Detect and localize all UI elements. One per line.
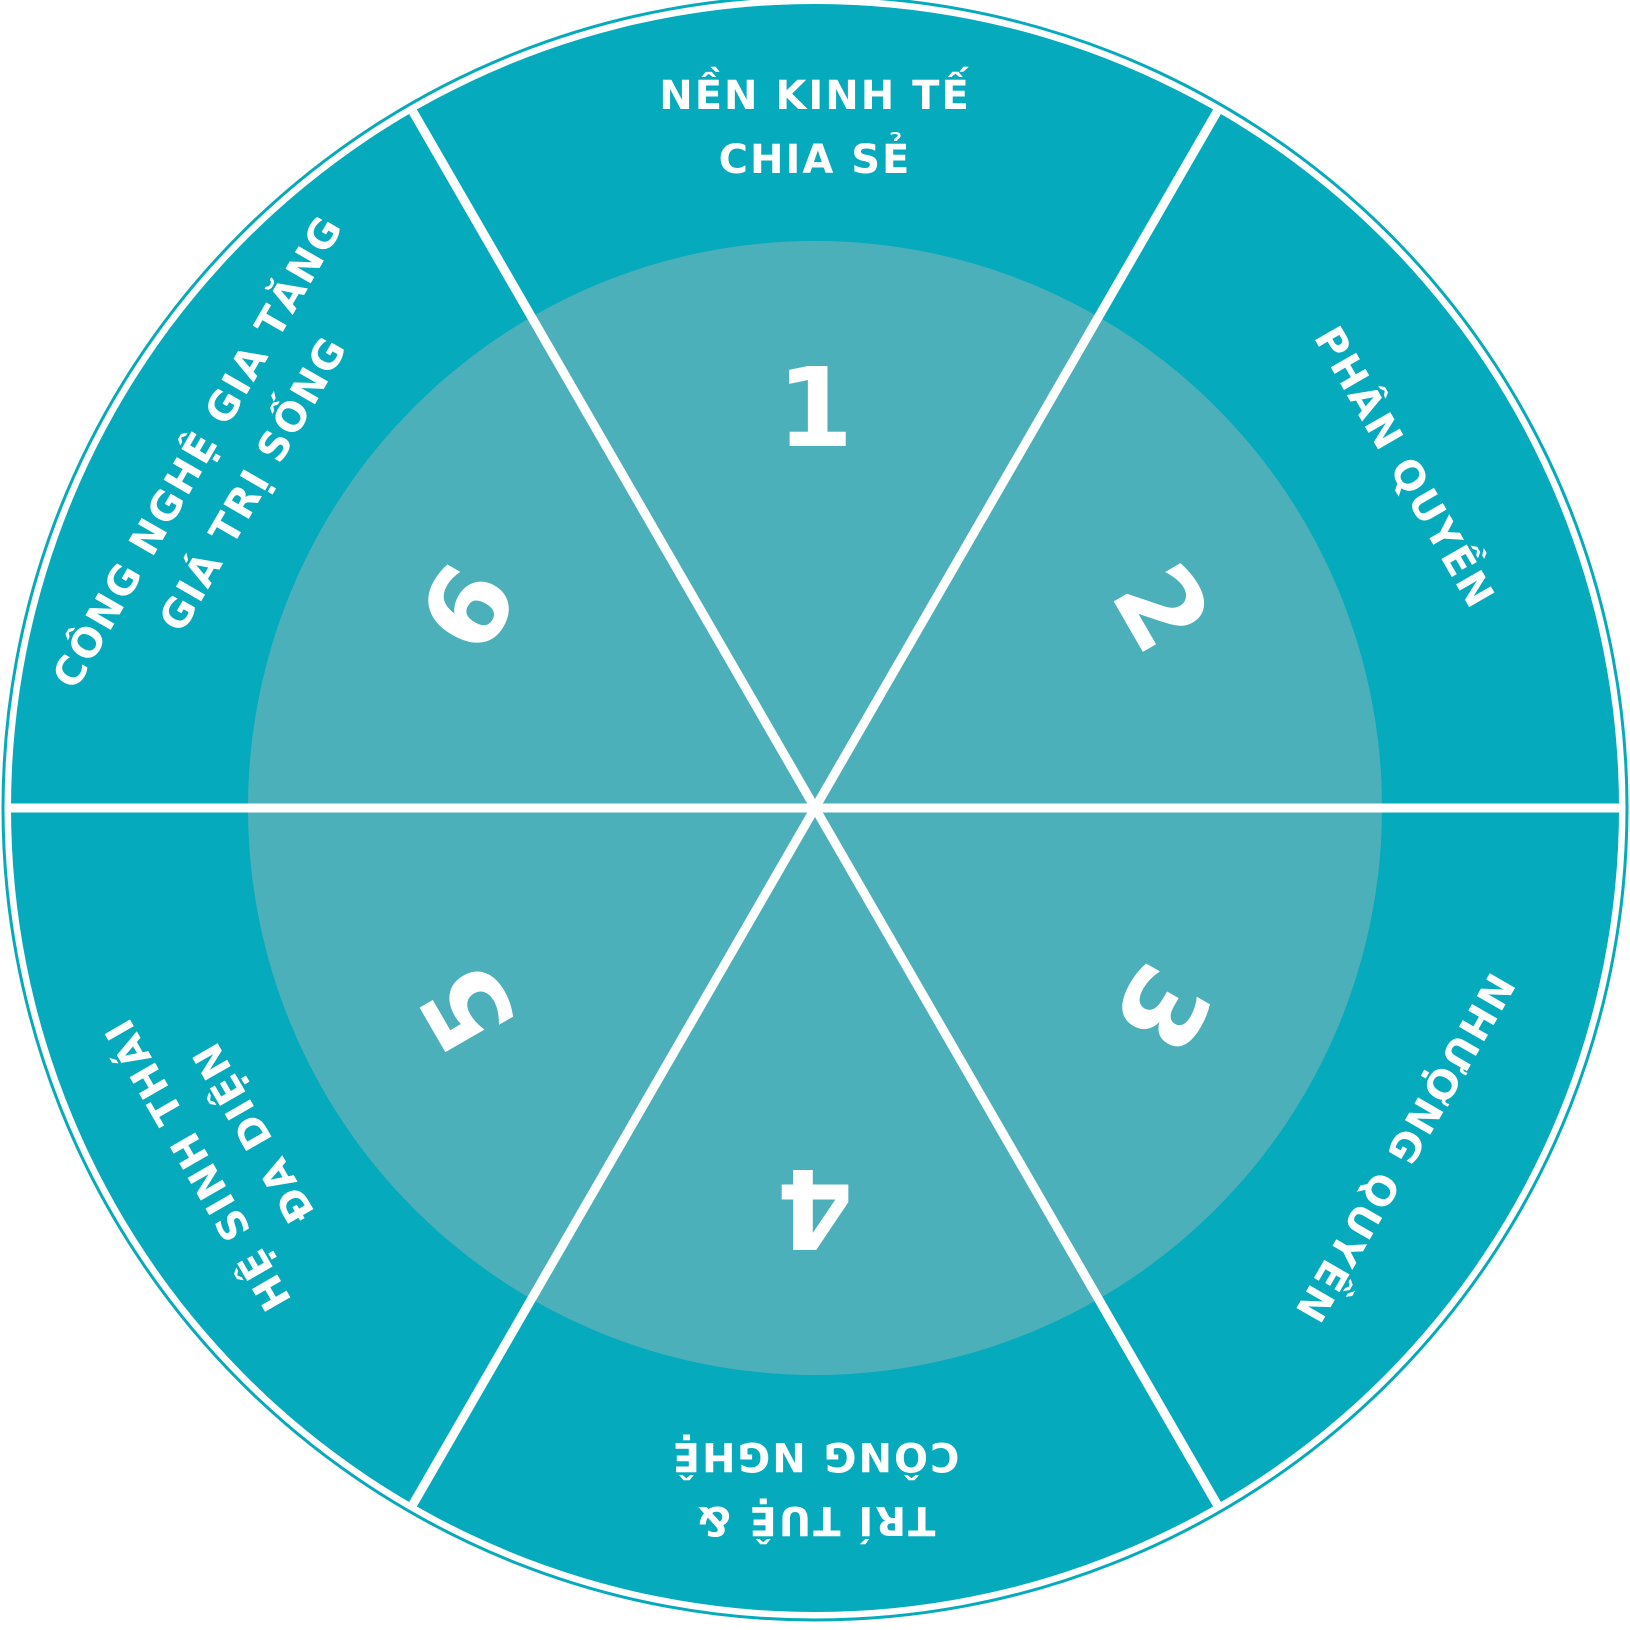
segment-number-4: 4 — [777, 1144, 854, 1272]
segment-dividers — [11, 109, 1619, 1507]
segment-label-4-line-1: TRÍ TUỆ & — [695, 1497, 936, 1545]
segment-label-4: TRÍ TUỆ & CÔNG NGHỆ — [671, 1433, 960, 1545]
segment-label-1: NỀN KINH TẾ CHIA SẺ — [659, 65, 971, 183]
segment-label-1-line-2: CHIA SẺ — [719, 130, 912, 183]
divider-line-3 — [409, 109, 1221, 1507]
segment-label-4-line-2: CÔNG NGHỆ — [671, 1433, 960, 1481]
segment-number-1: 1 — [777, 344, 854, 472]
segment-label-1-line-1: NỀN KINH TẾ — [659, 65, 971, 119]
